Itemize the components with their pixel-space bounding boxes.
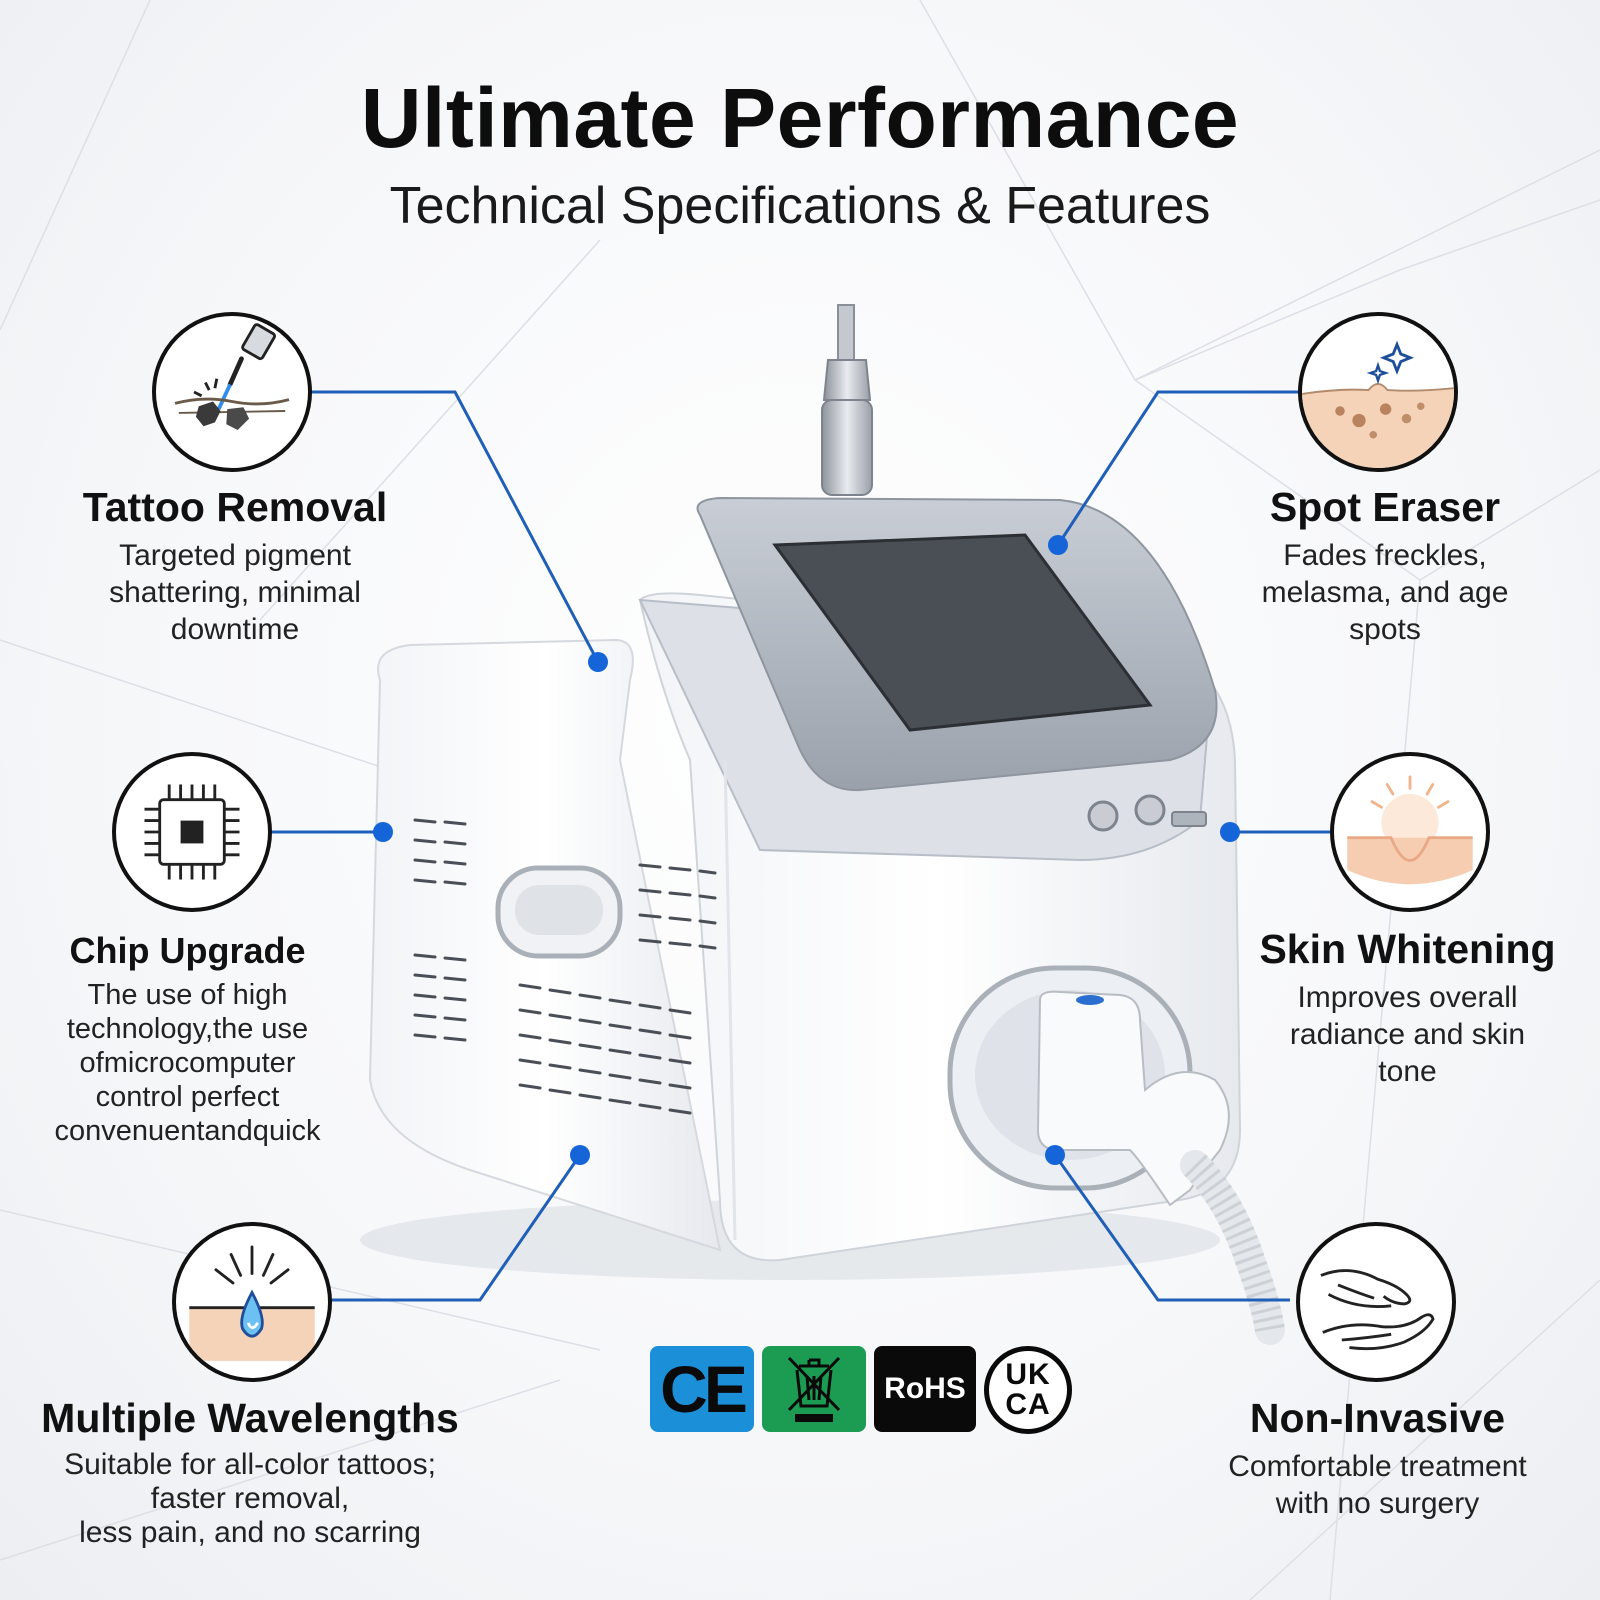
microchip-icon [112,752,272,912]
feature-description: Improves overall radiance and skin tone [1289,981,1526,1088]
feature-spot-eraser: Spot Eraser Fades freckles, melasma, and… [1185,484,1585,648]
feature-title: Spot Eraser [1269,484,1501,530]
feature-title: Multiple Wavelengths [41,1395,459,1441]
laser-tattoo-icon [152,312,312,472]
ce-mark-text: CE [660,1352,748,1426]
feature-description: Fades freckles, melasma, and age spots [1261,539,1509,646]
page-subtitle: Technical Specifications & Features [389,177,1211,235]
rohs-badge: RoHS [874,1346,976,1432]
feature-description: Suitable for all-color tattoos; faster r… [64,1448,436,1549]
feature-title: Tattoo Removal [82,484,388,530]
feature-non-invasive: Non-Invasive Comfortable treatment with … [1180,1395,1575,1522]
feature-multiple-wavelengths: Multiple Wavelengths Suitable for all-co… [15,1395,485,1550]
feature-description: Targeted pigment shattering, minimal dow… [109,539,361,646]
feature-description: The use of high technology,the use ofmic… [54,979,321,1147]
skin-spots-icon [1298,312,1458,472]
ukca-badge: UK CA [984,1346,1072,1434]
feature-chip-upgrade: Chip Upgrade The use of high technology,… [20,930,355,1148]
feature-skin-whitening: Skin Whitening Improves overall radiance… [1235,926,1580,1090]
ce-mark-badge: CE [650,1346,754,1432]
ukca-text-top: UK [1005,1358,1051,1391]
feature-tattoo-removal: Tattoo Removal Targeted pigment shatteri… [40,484,430,648]
weee-badge [762,1346,866,1432]
feature-title: Chip Upgrade [69,930,306,971]
skin-glow-icon [1330,752,1490,912]
feature-description: Comfortable treatment with no surgery [1228,1450,1527,1520]
feature-title: Skin Whitening [1259,926,1556,972]
feature-title: Non-Invasive [1249,1395,1506,1441]
weee-bin-icon [787,1356,841,1422]
rohs-text: RoHS [884,1372,966,1405]
page-title: Ultimate Performance [360,71,1240,165]
certification-badges: CE RoHS UK CA [650,1346,1080,1436]
hands-icon [1296,1222,1456,1382]
ukca-text-bottom: CA [1005,1388,1051,1421]
hair-follicle-icon [172,1222,332,1382]
